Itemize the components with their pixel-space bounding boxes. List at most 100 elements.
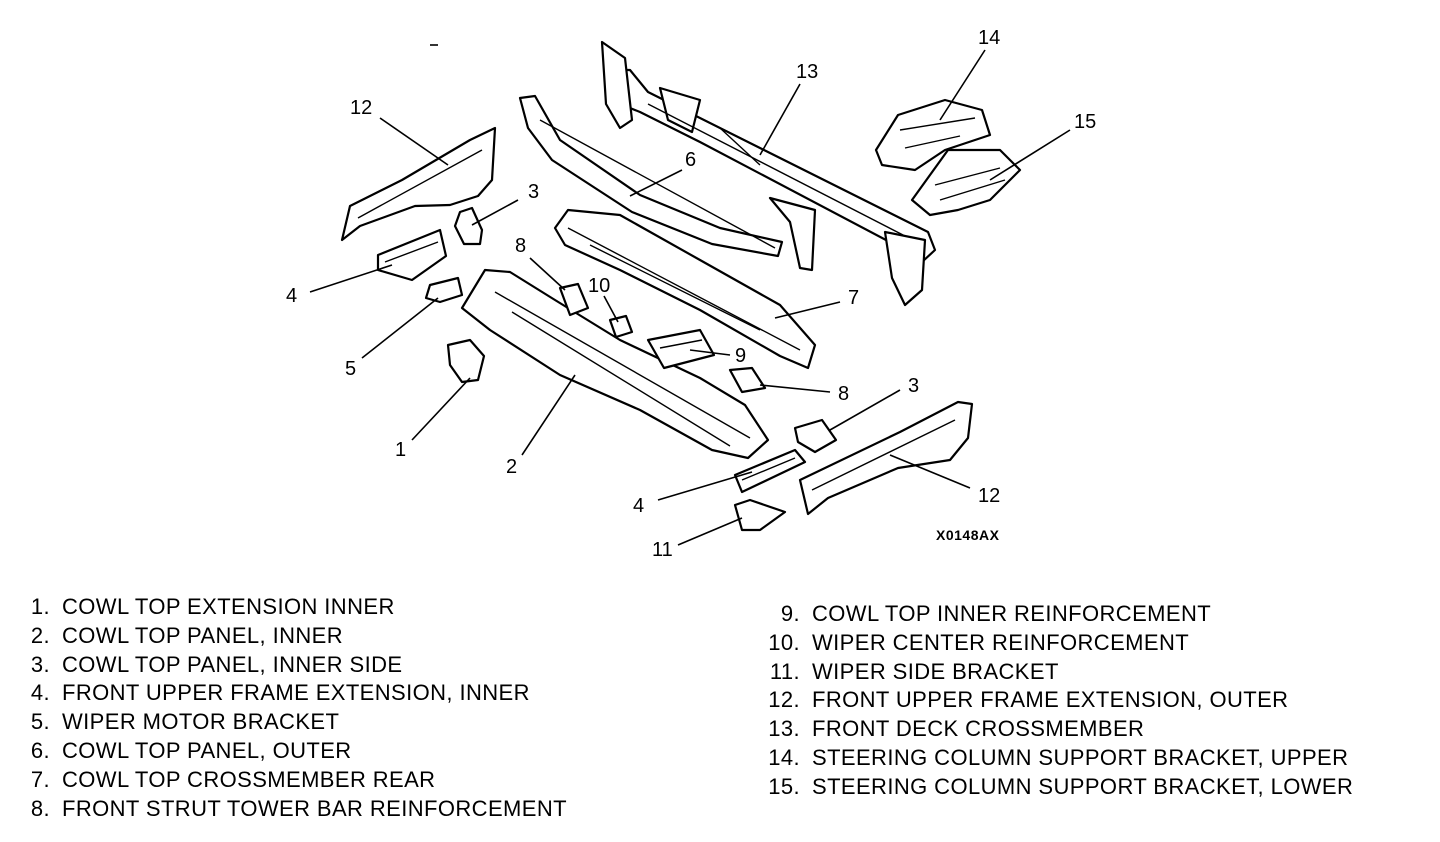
- legend-number: 5.: [30, 709, 50, 735]
- legend-item: 3. COWL TOP PANEL, INNER SIDE: [31, 651, 567, 680]
- leader-7: [774, 301, 841, 319]
- legend-label: FRONT UPPER FRAME EXTENSION, OUTER: [812, 687, 1289, 713]
- leader-15: [989, 129, 1071, 181]
- leader-5: [361, 297, 439, 359]
- part-1-cowl-extension-inner: [446, 338, 486, 384]
- legend-left: 1. COWL TOP EXTENSION INNER 2. COWL TOP PA…: [31, 593, 567, 824]
- legend-label: WIPER SIDE BRACKET: [812, 658, 1059, 684]
- legend-label: FRONT STRUT TOWER BAR REINFORCEMENT: [62, 795, 567, 821]
- legend-item: 9. COWL TOP INNER REINFORCEMENT: [781, 600, 1353, 629]
- legend-label: FRONT DECK CROSSMEMBER: [812, 716, 1145, 742]
- leader-12b: [889, 454, 971, 489]
- legend-item: 12. FRONT UPPER FRAME EXTENSION, OUTER: [768, 686, 1353, 715]
- callout-4-upper: 4: [286, 285, 297, 307]
- callout-12-lower: 12: [978, 485, 1000, 507]
- legend-item: 13. FRONT DECK CROSSMEMBER: [768, 715, 1353, 744]
- part-4-extension-inner-lower: [733, 448, 807, 494]
- part-4-extension-inner-upper: [376, 228, 448, 282]
- callout-8-upper: 8: [515, 235, 526, 257]
- legend-item: 2. COWL TOP PANEL, INNER: [31, 622, 567, 651]
- callout-3-lower: 3: [908, 375, 919, 397]
- part-11-wiper-side-bracket: [733, 498, 787, 532]
- legend-label: COWL TOP PANEL, INNER SIDE: [62, 651, 403, 677]
- legend-right: 9. COWL TOP INNER REINFORCEMENT 10. WIPER …: [768, 600, 1354, 802]
- leader-4a: [309, 264, 393, 293]
- leader-2: [521, 374, 576, 456]
- legend-number: 9.: [780, 601, 800, 626]
- legend-label: WIPER MOTOR BRACKET: [62, 709, 340, 735]
- legend-label: COWL TOP PANEL, OUTER: [62, 737, 352, 763]
- leader-12a: [379, 117, 449, 166]
- leader-10: [603, 295, 619, 323]
- legend-item: 1. COWL TOP EXTENSION INNER: [31, 593, 567, 622]
- leader-3a: [471, 199, 519, 226]
- leader-8b: [759, 384, 831, 393]
- legend-number: 2.: [30, 622, 50, 648]
- part-3-inner-side-lower: [793, 418, 838, 454]
- part-9-cowl-inner-reinforcement: [646, 328, 716, 370]
- legend-label: COWL TOP INNER REINFORCEMENT: [812, 601, 1212, 626]
- legend-label: STEERING COLUMN SUPPORT BRACKET, LOWER: [812, 773, 1354, 799]
- part-6-cowl-top-panel-outer: [518, 94, 784, 258]
- legend-item: 5. WIPER MOTOR BRACKET: [31, 708, 567, 737]
- callout-3-upper: 3: [528, 181, 539, 203]
- callout-13: 13: [796, 61, 818, 83]
- leader-8a: [529, 257, 566, 291]
- leader-1: [411, 377, 471, 441]
- legend-number: 1.: [30, 594, 50, 619]
- legend-label: COWL TOP EXTENSION INNER: [62, 594, 395, 619]
- callout-8-lower: 8: [838, 383, 849, 405]
- callout-11: 11: [652, 539, 673, 561]
- callout-6: 6: [685, 149, 696, 171]
- leader-3b: [829, 389, 901, 431]
- part-12-frame-extension-outer-left: [340, 126, 497, 242]
- legend-number: 3.: [30, 651, 50, 677]
- legend-item: 14. STEERING COLUMN SUPPORT BRACKET, UPPE…: [768, 744, 1353, 773]
- legend-number: 7.: [30, 766, 50, 792]
- part-10-wiper-center-reinforcement: [608, 314, 634, 339]
- leader-13: [759, 83, 801, 156]
- legend-item: 10. WIPER CENTER REINFORCEMENT: [768, 629, 1353, 658]
- part-7-cowl-top-crossmember-rear: [553, 208, 817, 370]
- legend-number: 11.: [769, 658, 800, 684]
- callout-15: 15: [1074, 111, 1096, 133]
- legend-item: 6. COWL TOP PANEL, OUTER: [31, 737, 567, 766]
- legend-item: 11. WIPER SIDE BRACKET: [770, 658, 1353, 687]
- legend-label: STEERING COLUMN SUPPORT BRACKET, UPPER: [812, 744, 1349, 770]
- legend-item: 4.FRONT UPPER FRAME EXTENSION, INNER: [31, 679, 567, 708]
- part-14-steering-column-bracket-upper: [874, 98, 992, 172]
- leader-14: [939, 49, 986, 121]
- leader-11: [677, 517, 743, 546]
- callout-2: 2: [506, 456, 517, 478]
- legend-number: 12.: [768, 687, 800, 713]
- legend-label: COWL TOP CROSSMEMBER REAR: [62, 766, 436, 792]
- callout-4-lower: 4: [633, 495, 644, 517]
- part-5-wiper-motor-bracket: [424, 276, 464, 304]
- legend-number: 14.: [768, 744, 800, 770]
- callout-5: 5: [345, 358, 356, 380]
- legend-item: 8. FRONT STRUT TOWER BAR REINFORCEMENT: [31, 795, 567, 824]
- legend-number: 6.: [30, 737, 50, 763]
- callout-7: 7: [848, 287, 859, 309]
- legend-label: COWL TOP PANEL, INNER: [62, 622, 344, 648]
- callout-9: 9: [735, 345, 746, 367]
- callout-1: 1: [395, 439, 406, 461]
- part-12-frame-extension-outer-right: [798, 400, 974, 516]
- figure-code: X0148AX: [936, 527, 1000, 543]
- legend-number: 10.: [768, 629, 800, 655]
- legend-number: 13.: [768, 716, 800, 742]
- legend-label: WIPER CENTER REINFORCEMENT: [812, 629, 1190, 655]
- leader-6: [629, 169, 683, 197]
- legend-number: 8.: [30, 795, 50, 821]
- part-3-inner-side-upper: [453, 206, 484, 246]
- legend-item: 7. COWL TOP CROSSMEMBER REAR: [31, 766, 567, 795]
- callout-10: 10: [588, 275, 610, 297]
- callout-12-upper: 12: [350, 97, 372, 119]
- legend-number: 15.: [768, 773, 800, 799]
- part-8-strut-reinforcement-upper: [558, 282, 590, 317]
- leader-4b: [657, 471, 753, 501]
- legend-number: 4.: [30, 680, 50, 706]
- part-13-front-deck-crossmember: [600, 40, 937, 307]
- legend-item: 15. STEERING COLUMN SUPPORT BRACKET, LOWE…: [768, 773, 1354, 802]
